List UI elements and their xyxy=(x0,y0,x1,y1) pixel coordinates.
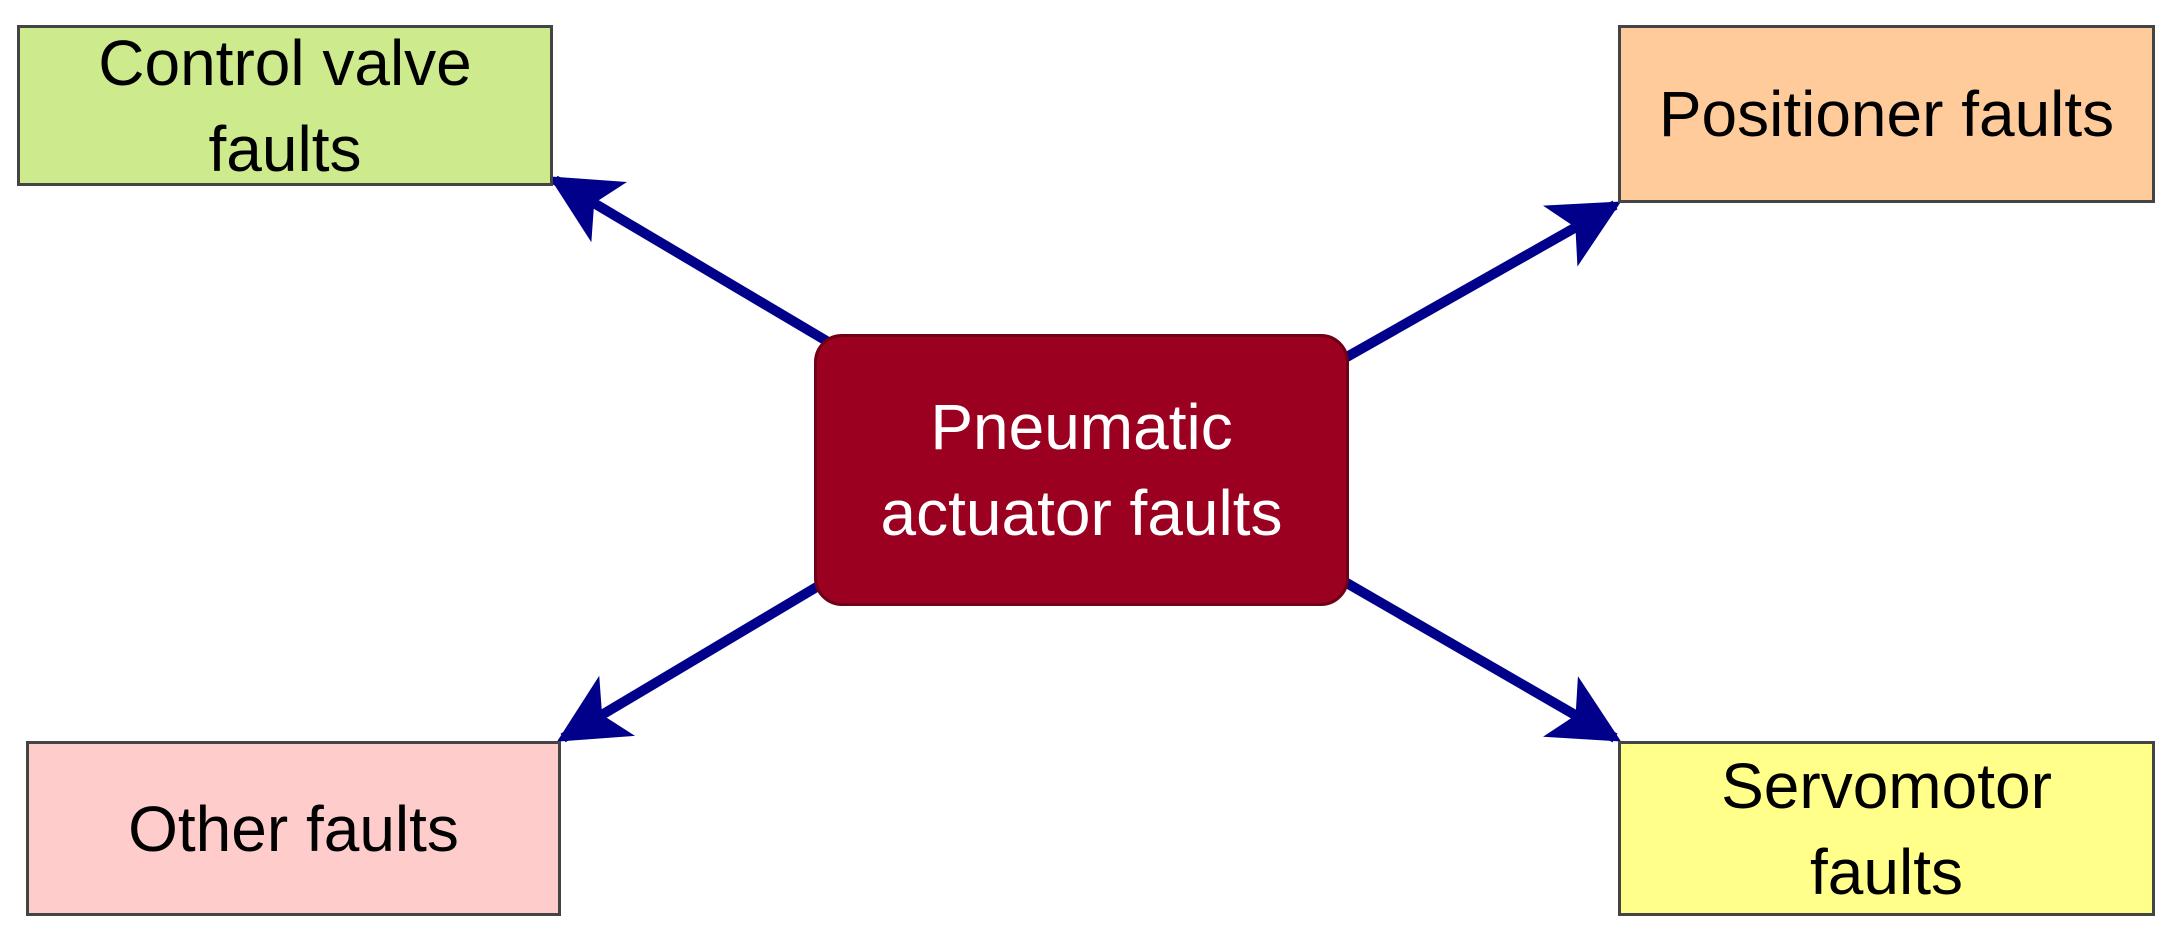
pneumatic-actuator-faults-label: Pneumatic actuator faults xyxy=(817,384,1346,556)
arrow-to-servomotor xyxy=(1342,577,1622,743)
servomotor-faults-box: Servomotor faults xyxy=(1618,741,2155,916)
other-line1: Other faults xyxy=(128,792,459,865)
servomotor-faults-label: Servomotor faults xyxy=(1721,743,2052,915)
arrow-to-control-valve xyxy=(548,175,833,348)
servomotor-line2: faults xyxy=(1810,835,1963,908)
control-valve-faults-box: Control valve faults xyxy=(17,25,553,186)
other-faults-box: Other faults xyxy=(26,741,561,916)
other-faults-label: Other faults xyxy=(128,786,459,872)
center-line1: Pneumatic xyxy=(930,391,1233,463)
positioner-faults-label: Positioner faults xyxy=(1659,71,2114,157)
pneumatic-actuator-faults-box: Pneumatic actuator faults xyxy=(814,334,1349,606)
arrow-to-positioner xyxy=(1342,200,1622,363)
positioner-faults-box: Positioner faults xyxy=(1618,25,2155,203)
arrow-to-other xyxy=(556,580,823,743)
servomotor-line1: Servomotor xyxy=(1721,749,2052,822)
control-valve-line1: Control valve xyxy=(98,26,472,99)
positioner-line1: Positioner faults xyxy=(1658,78,2115,150)
control-valve-line2: faults xyxy=(208,112,362,185)
center-line2: actuator faults xyxy=(880,477,1283,549)
control-valve-faults-label: Control valve faults xyxy=(98,20,472,192)
